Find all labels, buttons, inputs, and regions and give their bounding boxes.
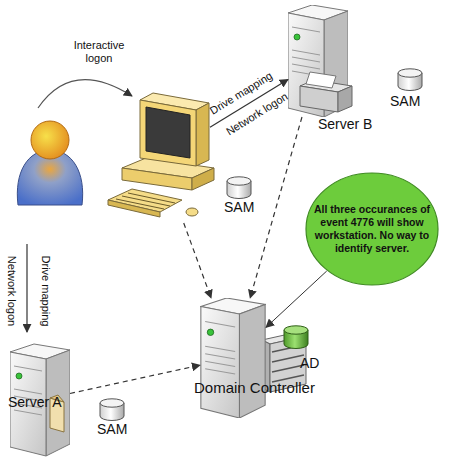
- workstation-icon: [140, 100, 196, 166]
- node-name: Server A: [8, 395, 62, 410]
- printer-icon: [306, 72, 336, 88]
- sam-disk: [398, 69, 422, 91]
- callout-ellipse: All three occurances of event 4776 will …: [305, 172, 439, 286]
- computer-node: SAM: [110, 93, 210, 223]
- disk-rack: [272, 365, 304, 372]
- printer-icon: [338, 86, 352, 112]
- callout-ellipse-shape: [306, 173, 438, 285]
- workstation-icon: [146, 107, 190, 158]
- store-name: SAM: [224, 200, 254, 215]
- store-name: SAM: [390, 94, 420, 109]
- callout-text: All three occurances of event 4776 will …: [310, 203, 434, 256]
- logon-arrow: [38, 80, 132, 108]
- workstation-icon: [116, 199, 164, 209]
- computer-node: Server BSAM: [288, 5, 348, 117]
- workstation-icon: [196, 103, 209, 166]
- workstation-icon: [122, 168, 192, 190]
- node-name: Server B: [318, 117, 372, 132]
- dashed-connector: [250, 117, 302, 298]
- printer-icon: [300, 72, 352, 112]
- store-name: AD: [300, 356, 319, 371]
- ad-disk: [284, 326, 308, 349]
- arrow-connector: [266, 271, 327, 327]
- sam-disk: [227, 177, 251, 199]
- user-figure: [17, 121, 82, 205]
- flow-label: Network logon: [6, 256, 19, 326]
- computer-node: Domain ControllerAD: [200, 298, 266, 418]
- computer-node: Server ASAM: [10, 340, 70, 460]
- printer-icon: [300, 86, 338, 112]
- workstation-icon: [108, 93, 214, 217]
- ad-disk: [284, 326, 308, 334]
- flow-label: Interactive logon: [68, 39, 130, 64]
- store-name: SAM: [97, 422, 127, 437]
- dashed-connector: [70, 365, 200, 393]
- workstation-icon: [122, 196, 170, 206]
- dashed-connector: [184, 223, 211, 298]
- server-icon: [201, 298, 265, 418]
- node-name: Domain Controller: [194, 380, 315, 397]
- workstation-icon: [192, 168, 214, 190]
- disk-rack: [272, 355, 304, 362]
- user-figure: [31, 121, 69, 159]
- logon-arrow: [26, 244, 27, 332]
- workstation-icon: [128, 193, 175, 203]
- sam-disk: [100, 399, 124, 421]
- flow-label: Drive mapping: [40, 256, 53, 327]
- workstation-icon: [186, 208, 198, 216]
